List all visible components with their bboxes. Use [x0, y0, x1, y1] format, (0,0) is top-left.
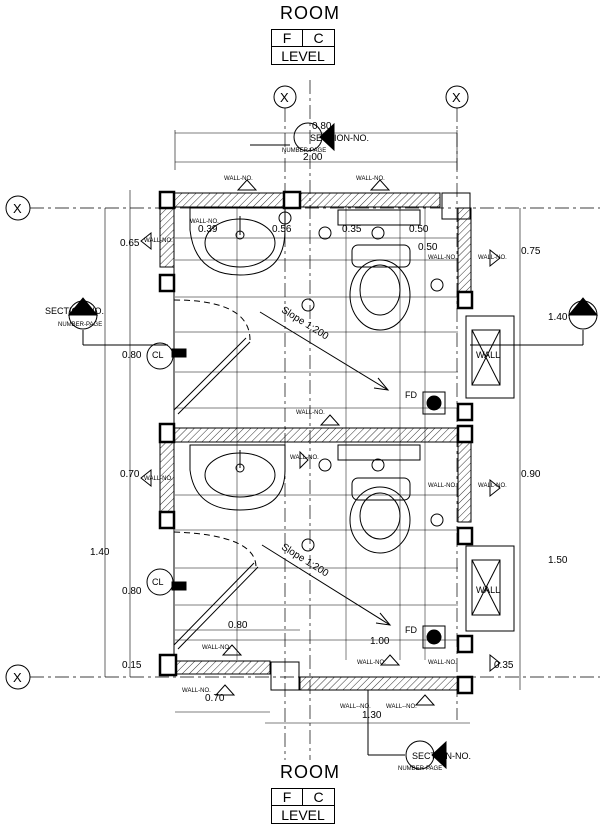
- level-label: LEVEL: [281, 806, 325, 823]
- number-page-bottom: NUMBER-PAGE: [398, 766, 443, 772]
- wall-label-4: WALL-NO.: [144, 238, 173, 244]
- wall-label-8: WALL-NO.: [290, 455, 319, 461]
- number-page-top: NUMBER-PAGE: [282, 148, 327, 154]
- level-c: C: [303, 789, 334, 806]
- dim-140-right: 1.40: [548, 312, 568, 323]
- dim-080c: 0.80: [228, 620, 248, 631]
- dim-070b: 0.70: [205, 693, 225, 704]
- dim-150: 1.50: [548, 555, 568, 566]
- wall-label-3: WALL-NO.: [190, 219, 219, 225]
- wall-mark-1: WALL: [476, 350, 501, 360]
- level-box-bottom: F C LEVEL: [271, 788, 335, 824]
- room-title-top: ROOM: [280, 3, 340, 23]
- wall-label-11: WALL-NO.: [478, 483, 507, 489]
- dim-100: 1.00: [370, 636, 390, 647]
- dim-075: 0.75: [521, 246, 541, 257]
- level-f: F: [272, 30, 303, 47]
- dim-140-left: 1.40: [90, 547, 110, 558]
- room-title-bottom: ROOM: [280, 762, 340, 782]
- wall-mark-2: WALL: [476, 585, 501, 595]
- section-label-top: SECTION-NO.: [310, 133, 370, 143]
- wall-label-1: WALL-NO.: [224, 176, 253, 182]
- dim-080b: 0.80: [122, 586, 142, 597]
- level-f: F: [272, 789, 303, 806]
- wall-label-10: WALL-NO.: [428, 483, 457, 489]
- wall-label-7: WALL-NO.: [296, 410, 325, 416]
- dim-035: 0.35: [342, 224, 362, 235]
- fd-label-1: FD: [405, 390, 417, 400]
- dim-015: 0.15: [122, 660, 142, 671]
- wall-label-2: WALL-NO.: [356, 176, 385, 182]
- dim-top-200: 2.00: [303, 152, 323, 163]
- dim-050a: 0.50: [409, 224, 429, 235]
- level-label: LEVEL: [281, 47, 325, 64]
- dim-065: 0.65: [120, 238, 140, 249]
- level-box-top: F C LEVEL: [271, 29, 335, 65]
- wall-label-16: WALL--NO.: [340, 704, 371, 710]
- grid-x-left-top: X: [13, 201, 22, 216]
- fd-label-2: FD: [405, 625, 417, 635]
- section-label-bottom: SECTION-NO.: [412, 751, 472, 761]
- dim-top-080: 0.80: [312, 121, 332, 132]
- grid-x-top-left: X: [280, 90, 289, 105]
- dim-035b: 0.35: [494, 660, 514, 671]
- wall-label-17: WALL--NO.: [386, 704, 417, 710]
- wall-label-12: WALL-NO.: [202, 645, 231, 651]
- dim-130: 1.30: [362, 710, 382, 721]
- dim-090: 0.90: [521, 469, 541, 480]
- level-c: C: [303, 30, 334, 47]
- dim-080a: 0.80: [122, 350, 142, 361]
- section-label-left: SECTION-NO.: [45, 306, 105, 316]
- grid-x-top-right: X: [452, 90, 461, 105]
- dim-056: 0.56: [272, 224, 292, 235]
- cl-label-1: CL: [152, 350, 164, 360]
- cl-label-2: CL: [152, 577, 164, 587]
- wall-label-13: WALL-NO.: [357, 660, 386, 666]
- dim-050b: 0.50: [418, 242, 438, 253]
- wall-label-14: WALL-NO.: [428, 660, 457, 666]
- wall-label-15: WALL-NO.: [182, 688, 211, 694]
- grid-x-left-bottom: X: [13, 670, 22, 685]
- number-page-left: NUMBER-PAGE: [58, 322, 103, 328]
- wall-label-5: WALL-NO.: [428, 255, 457, 261]
- dim-070: 0.70: [120, 469, 140, 480]
- wall-label-6: WALL-NO.: [478, 255, 507, 261]
- wall-label-9: WALL-NO.: [144, 476, 173, 482]
- dim-039: 0.39: [198, 224, 218, 235]
